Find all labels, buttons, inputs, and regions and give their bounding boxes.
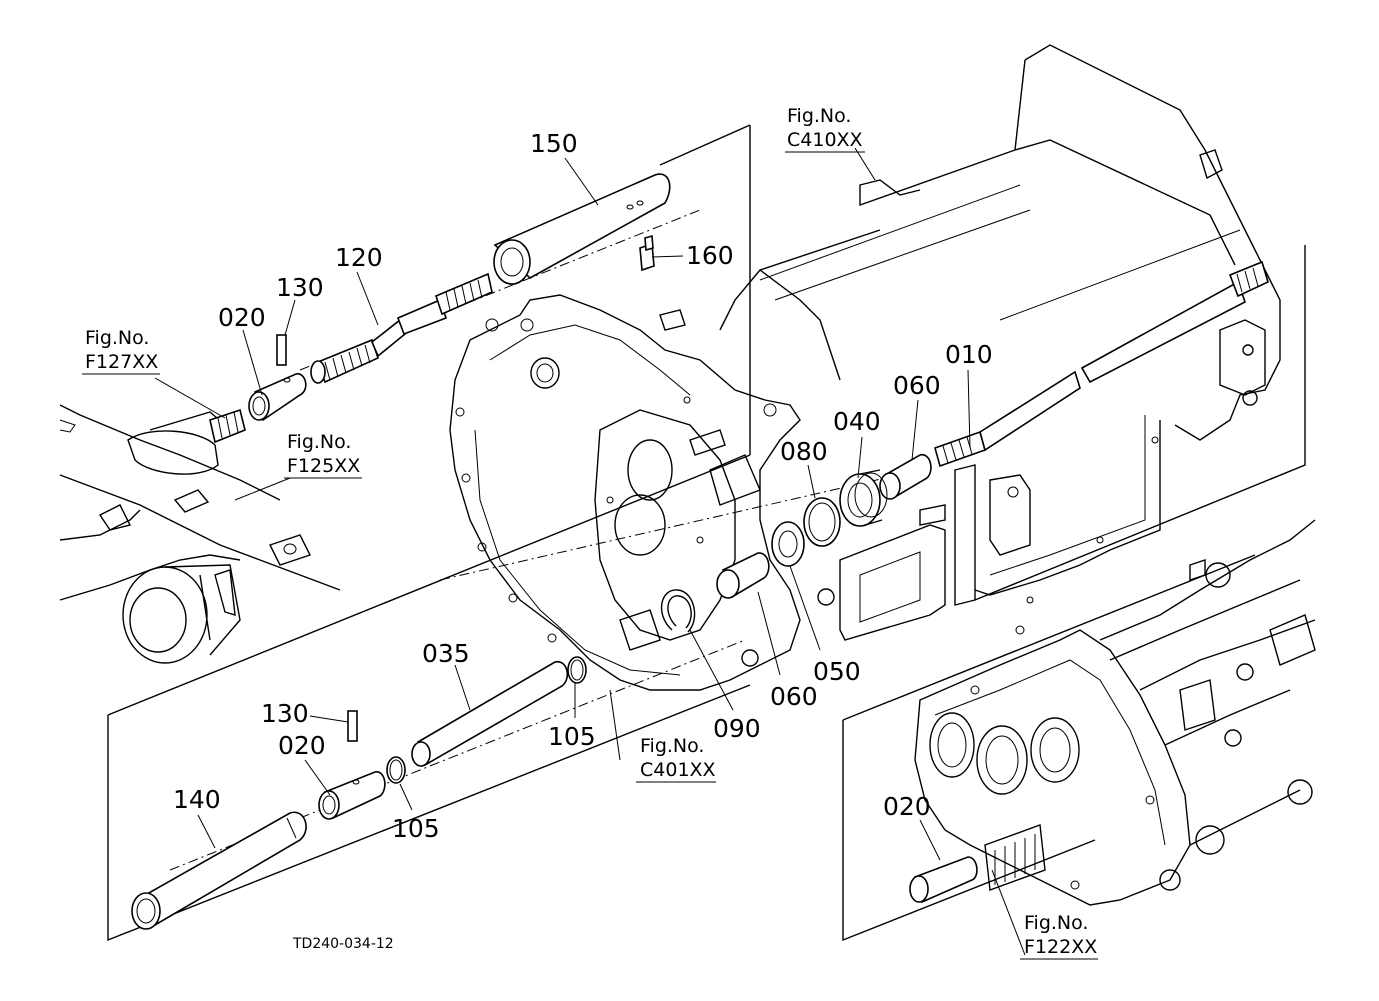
label-part-050: 050 [813, 657, 861, 686]
svg-text:F125XX: F125XX [287, 455, 360, 477]
part-035-pipe [411, 661, 569, 767]
svg-text:F127XX: F127XX [85, 351, 158, 373]
part-060-collar-mid [716, 552, 770, 599]
part-120-shaft [310, 272, 493, 384]
part-020-sleeve-top [248, 373, 307, 422]
label-part-105-top: 105 [548, 722, 596, 751]
label-part-010: 010 [945, 340, 993, 369]
leader-lines [154, 147, 1026, 956]
part-105-oring-bottom [386, 756, 406, 784]
part-020-sleeve-bottom [318, 771, 386, 820]
part-080-ring [803, 497, 841, 547]
label-part-150: 150 [530, 129, 578, 158]
figure-ref-f122: Fig.No. F122XX [1020, 912, 1098, 960]
front-coupler [209, 408, 246, 444]
label-part-140: 140 [173, 785, 221, 814]
label-part-080: 080 [780, 437, 828, 466]
figure-ref-f127: Fig.No. F127XX [82, 327, 160, 375]
part-040-bearing [839, 469, 888, 527]
label-part-060-right: 060 [893, 371, 941, 400]
drawing-code: TD240-034-12 [292, 936, 394, 952]
figure-ref-c410: Fig.No. C410XX [785, 105, 865, 153]
part-010-shaft [934, 260, 1269, 468]
figure-ref-c401: Fig.No. C401XX [636, 735, 716, 783]
svg-text:Fig.No.: Fig.No. [787, 105, 851, 127]
svg-text:Fig.No.: Fig.No. [1024, 912, 1088, 934]
svg-text:Fig.No.: Fig.No. [287, 431, 351, 453]
label-part-060-mid: 060 [770, 682, 818, 711]
label-part-130-top: 130 [276, 273, 324, 302]
label-part-020-right: 020 [883, 792, 931, 821]
part-105-oring-top [567, 656, 587, 684]
label-part-020-top: 020 [218, 303, 266, 332]
svg-text:C401XX: C401XX [640, 759, 716, 781]
part-020-sleeve-right [909, 856, 978, 904]
label-part-040: 040 [833, 407, 881, 436]
label-part-035: 035 [422, 639, 470, 668]
transmission-housing [719, 44, 1281, 641]
label-part-160: 160 [686, 241, 734, 270]
label-part-020-bottom: 020 [278, 731, 326, 760]
label-part-090: 090 [713, 714, 761, 743]
part-130-pin-bottom [347, 710, 358, 742]
part-160-plug [639, 234, 655, 272]
part-130-pin-top [276, 334, 287, 366]
figure-ref-f125: Fig.No. F125XX [284, 431, 362, 479]
part-140-pipe [131, 811, 307, 930]
label-part-105-bottom: 105 [392, 814, 440, 843]
part-150-pipe [493, 173, 671, 285]
svg-text:Fig.No.: Fig.No. [640, 735, 704, 757]
front-frame [59, 404, 341, 664]
label-part-130-bottom: 130 [261, 699, 309, 728]
svg-text:C410XX: C410XX [787, 129, 863, 151]
svg-text:F122XX: F122XX [1024, 936, 1097, 958]
svg-text:Fig.No.: Fig.No. [85, 327, 149, 349]
clutch-housing [449, 294, 835, 691]
label-part-120: 120 [335, 243, 383, 272]
gearbox-housing [914, 519, 1316, 906]
part-050-seal [771, 521, 805, 567]
part-060-collar-right [879, 454, 932, 500]
part-090-snap-ring [660, 589, 696, 633]
